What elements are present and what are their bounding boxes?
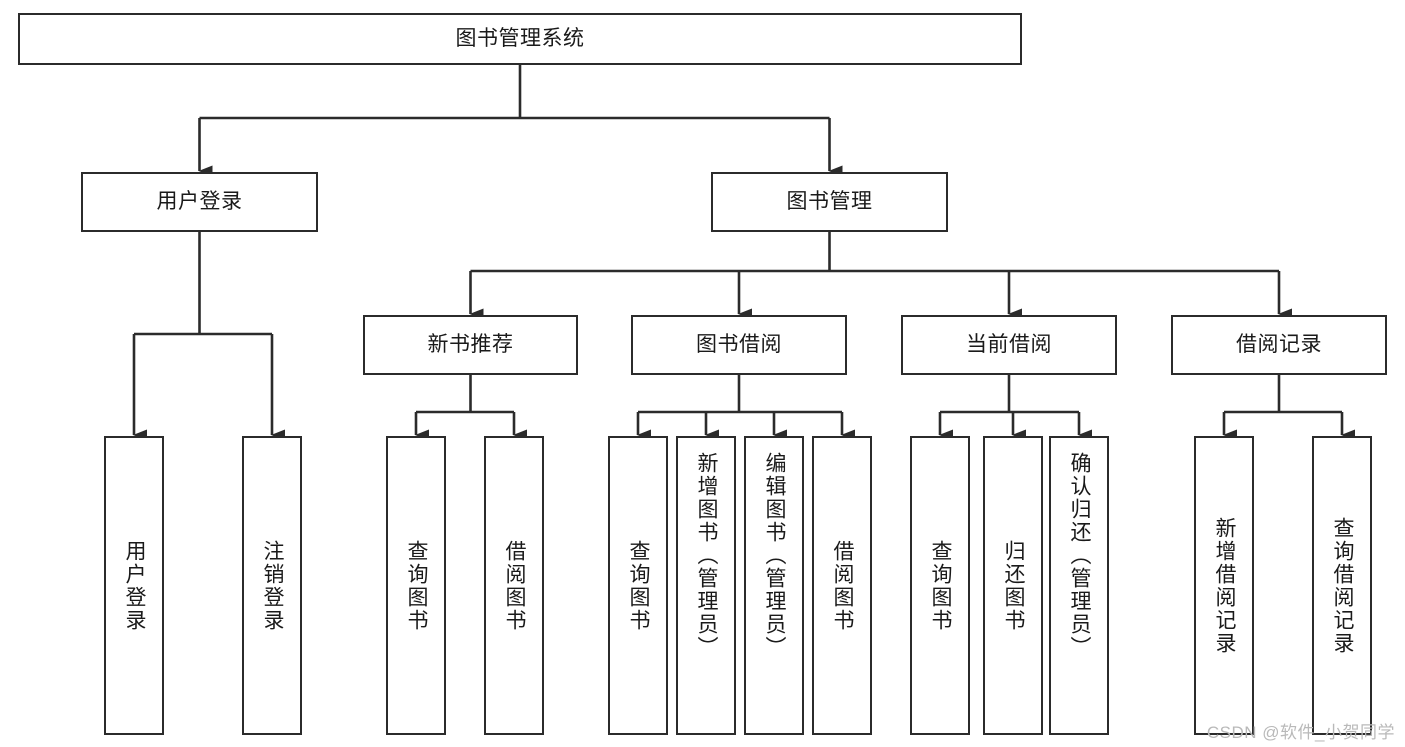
csdn-watermark: CSDN @软件_小贺同学 (1206, 723, 1395, 742)
node-book-borrow[interactable]: 图书借阅 (631, 315, 847, 375)
node-borrow-record[interactable]: 借阅记录 (1171, 315, 1387, 375)
node-label: 新书推荐 (427, 332, 514, 356)
node-label: 借阅图书 (503, 539, 527, 632)
node-leaf-return-book[interactable]: 归还图书 (983, 436, 1043, 735)
node-book-manage[interactable]: 图书管理 (711, 172, 948, 232)
node-leaf-borrow-book-rec[interactable]: 借阅图书 (484, 436, 544, 735)
node-leaf-logout[interactable]: 注销登录 (242, 436, 302, 735)
node-new-book-rec[interactable]: 新书推荐 (363, 315, 578, 375)
node-label: 用户登录 (156, 189, 243, 213)
node-label: 当前借阅 (966, 332, 1052, 356)
node-label: 新增图书（管理员） (695, 452, 719, 659)
node-label: 注销登录 (261, 539, 285, 632)
node-leaf-edit-book[interactable]: 编辑图书（管理员） (744, 436, 804, 735)
node-leaf-query-book-cur[interactable]: 查询图书 (910, 436, 970, 735)
node-leaf-borrow-book[interactable]: 借阅图书 (812, 436, 872, 735)
node-label: 用户登录 (123, 539, 147, 632)
node-leaf-confirm-return[interactable]: 确认归还（管理员） (1049, 436, 1109, 735)
node-leaf-query-book-rec[interactable]: 查询图书 (386, 436, 446, 735)
node-leaf-add-record[interactable]: 新增借阅记录 (1194, 436, 1254, 735)
node-current-borrow[interactable]: 当前借阅 (901, 315, 1117, 375)
node-label: 查询图书 (405, 539, 429, 632)
node-label: 归还图书 (1002, 539, 1026, 632)
node-label: 借阅图书 (831, 539, 855, 632)
node-label: 新增借阅记录 (1213, 516, 1237, 655)
node-label: 借阅记录 (1236, 332, 1322, 356)
node-leaf-add-book[interactable]: 新增图书（管理员） (676, 436, 736, 735)
node-leaf-query-record[interactable]: 查询借阅记录 (1312, 436, 1372, 735)
node-label: 查询图书 (627, 539, 651, 632)
node-root[interactable]: 图书管理系统 (18, 13, 1022, 65)
node-label: 编辑图书（管理员） (763, 452, 787, 659)
node-user-login[interactable]: 用户登录 (81, 172, 318, 232)
node-label: 查询图书 (929, 539, 953, 632)
node-label: 图书借阅 (696, 332, 782, 356)
node-label: 确认归还（管理员） (1068, 452, 1092, 659)
node-leaf-query-book-bor[interactable]: 查询图书 (608, 436, 668, 735)
node-leaf-user-login[interactable]: 用户登录 (104, 436, 164, 735)
node-label: 图书管理系统 (455, 26, 585, 50)
node-label: 图书管理 (786, 189, 873, 213)
node-label: 查询借阅记录 (1331, 516, 1355, 655)
